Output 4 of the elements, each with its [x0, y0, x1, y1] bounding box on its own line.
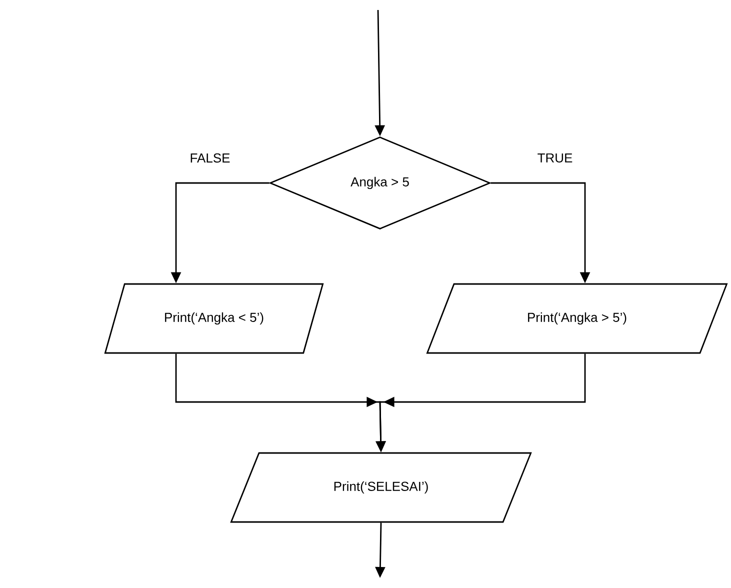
input-output-parallelogram: Print(‘SELESAI’)	[230, 452, 532, 523]
edge-label: TRUE	[536, 152, 574, 164]
edge-label: FALSE	[188, 152, 232, 164]
input-output-parallelogram: Print(‘Angka < 5’)	[104, 283, 324, 354]
